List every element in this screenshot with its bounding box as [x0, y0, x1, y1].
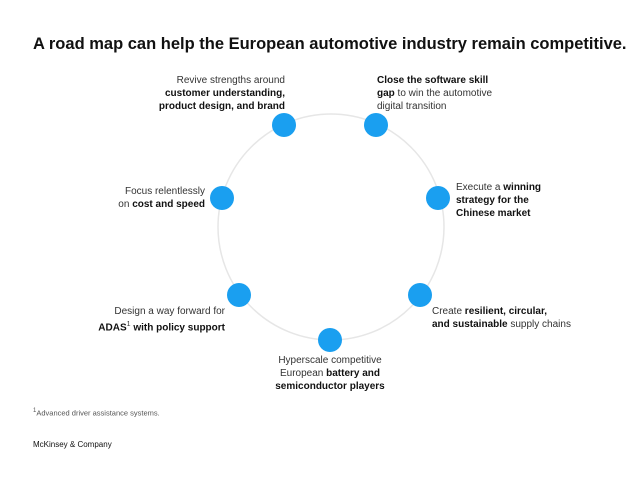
ring — [217, 113, 445, 341]
node-dot-software — [364, 113, 388, 137]
label-line: Revive strengths around — [159, 74, 285, 87]
label-line: Create resilient, circular, — [432, 305, 571, 318]
label-run: 1 — [126, 321, 131, 328]
footnote-marker: 1 — [33, 408, 37, 414]
label-run: European — [279, 368, 327, 379]
label-run: resilient, circular, — [464, 306, 548, 317]
label-line: Execute a winning — [456, 181, 541, 194]
label-run: digital transition — [377, 101, 447, 112]
label-run: Design a way forward for — [114, 306, 225, 317]
label-line: on cost and speed — [118, 198, 205, 211]
label-run: with policy support — [130, 322, 225, 334]
label-run: supply chains — [507, 319, 571, 330]
label-run: product design, and brand — [158, 101, 285, 112]
node-dot-supply-chains — [408, 283, 432, 307]
label-run: and sustainable — [432, 319, 508, 330]
label-run: Create — [432, 306, 465, 317]
node-label-supply-chains: Create resilient, circular,and sustainab… — [432, 305, 571, 331]
label-line: Focus relentlessly — [118, 185, 205, 198]
node-dot-cost — [210, 186, 234, 210]
brand-logo-text: McKinsey & Company — [33, 440, 112, 449]
node-label-customer: Revive strengths around customer understa… — [159, 74, 285, 113]
label-line: European battery and — [250, 367, 410, 380]
label-run: to win the automotive — [394, 88, 493, 99]
node-dot-chinese-market — [426, 186, 450, 210]
label-run: on — [118, 199, 133, 210]
label-run: winning — [503, 182, 542, 193]
footnote: 1Advanced driver assistance systems. — [33, 408, 160, 418]
node-dot-battery — [318, 328, 342, 352]
label-run: Chinese market — [456, 208, 531, 219]
label-run: cost and speed — [132, 199, 205, 210]
label-line: strategy for the — [456, 194, 541, 207]
label-run: battery and — [326, 368, 381, 379]
label-line: Hyperscale competitive — [250, 354, 410, 367]
label-run: strategy for the — [456, 195, 529, 206]
label-line: customer understanding, — [159, 87, 285, 100]
label-line: Design a way forward for — [98, 305, 225, 318]
label-run: Revive strengths around — [176, 75, 285, 86]
label-line: digital transition — [377, 100, 492, 113]
label-line: and sustainable supply chains — [432, 318, 571, 331]
label-line: product design, and brand — [159, 100, 285, 113]
node-dot-adas — [227, 283, 251, 307]
label-run: Hyperscale competitive — [278, 355, 382, 366]
label-run: Focus relentlessly — [124, 186, 205, 197]
label-line: gap to win the automotive — [377, 87, 492, 100]
label-run: Close the software skill — [377, 75, 489, 86]
label-run: ADAS — [98, 322, 127, 334]
label-line: Close the software skill — [377, 74, 492, 87]
node-dot-customer — [272, 113, 296, 137]
label-run: Execute a — [456, 182, 504, 193]
label-run: semiconductor players — [275, 381, 385, 392]
label-run: gap — [377, 88, 395, 99]
label-line: semiconductor players — [250, 380, 410, 393]
label-line: ADAS1 with policy support — [98, 318, 225, 334]
footnote-text: Advanced driver assistance systems. — [36, 408, 160, 418]
label-run: customer understanding, — [164, 88, 285, 99]
page-title: A road map can help the European automot… — [33, 35, 627, 53]
label-line: Chinese market — [456, 207, 541, 220]
